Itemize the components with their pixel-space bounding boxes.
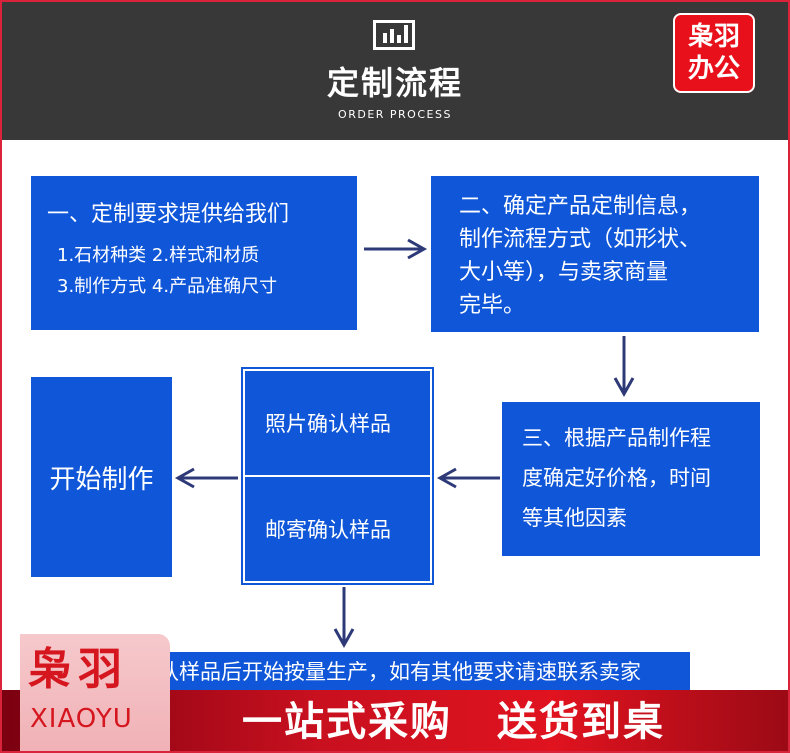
confirm-sample-box: 照片确认样品 邮寄确认样品: [243, 369, 432, 583]
step-2-line-1: 二、确定产品定制信息，: [459, 194, 702, 219]
step-2-line-4: 完毕。: [459, 293, 526, 318]
step-1-line-1: 1.石材种类 2.样式和材质: [57, 245, 260, 266]
start-production-box: 开始制作: [31, 377, 172, 577]
page-subtitle: ORDER PROCESS: [338, 108, 452, 121]
arrow-left-icon: [174, 467, 238, 489]
brand-badge: [20, 634, 170, 753]
production-note: 认样品后开始按量生产，如有其他要求请速联系卖家: [150, 652, 690, 692]
mail-confirm-label: 邮寄确认样品: [265, 518, 391, 542]
logo-line-2: 办公: [687, 54, 740, 84]
page-title: 定制流程: [326, 64, 463, 102]
brand-name-en: XIAOYU: [30, 704, 133, 734]
arrow-down-icon: [613, 336, 635, 398]
confirm-divider: [245, 475, 430, 477]
step-3-box: 三、根据产品制作程 度确定好价格，时间 等其他因素: [502, 402, 760, 556]
step-2-box: 二、确定产品定制信息， 制作流程方式（如形状、 大小等），与卖家商量 完毕。: [431, 176, 759, 332]
slogan-one-stop: 一站式采购: [242, 699, 452, 745]
slogan-delivery: 送货到桌: [497, 699, 665, 745]
arrow-right-icon: [364, 238, 428, 260]
step-2-line-3: 大小等），与卖家商量: [459, 260, 669, 285]
photo-confirm-label: 照片确认样品: [265, 412, 391, 436]
logo-line-1: 枭羽: [687, 22, 740, 52]
step-3-line-1: 三、根据产品制作程: [522, 426, 711, 450]
start-production-label: 开始制作: [49, 464, 154, 495]
bar-chart-icon: [373, 20, 415, 50]
brand-name-cn: 枭羽: [28, 644, 128, 695]
step-1-title: 一、定制要求提供给我们: [47, 202, 290, 227]
arrow-down-icon: [333, 587, 355, 649]
arrow-left-icon: [436, 467, 500, 489]
step-3-line-2: 度确定好价格，时间: [522, 466, 711, 490]
step-1-line-2: 3.制作方式 4.产品准确尺寸: [57, 276, 278, 297]
header-banner: 定制流程 ORDER PROCESS 枭羽 办公: [0, 0, 790, 140]
step-3-line-3: 等其他因素: [522, 506, 627, 530]
step-2-line-2: 制作流程方式（如形状、: [459, 227, 702, 252]
step-1-box: 一、定制要求提供给我们 1.石材种类 2.样式和材质 3.制作方式 4.产品准确…: [31, 176, 357, 330]
brand-logo: 枭羽 办公: [673, 13, 755, 93]
